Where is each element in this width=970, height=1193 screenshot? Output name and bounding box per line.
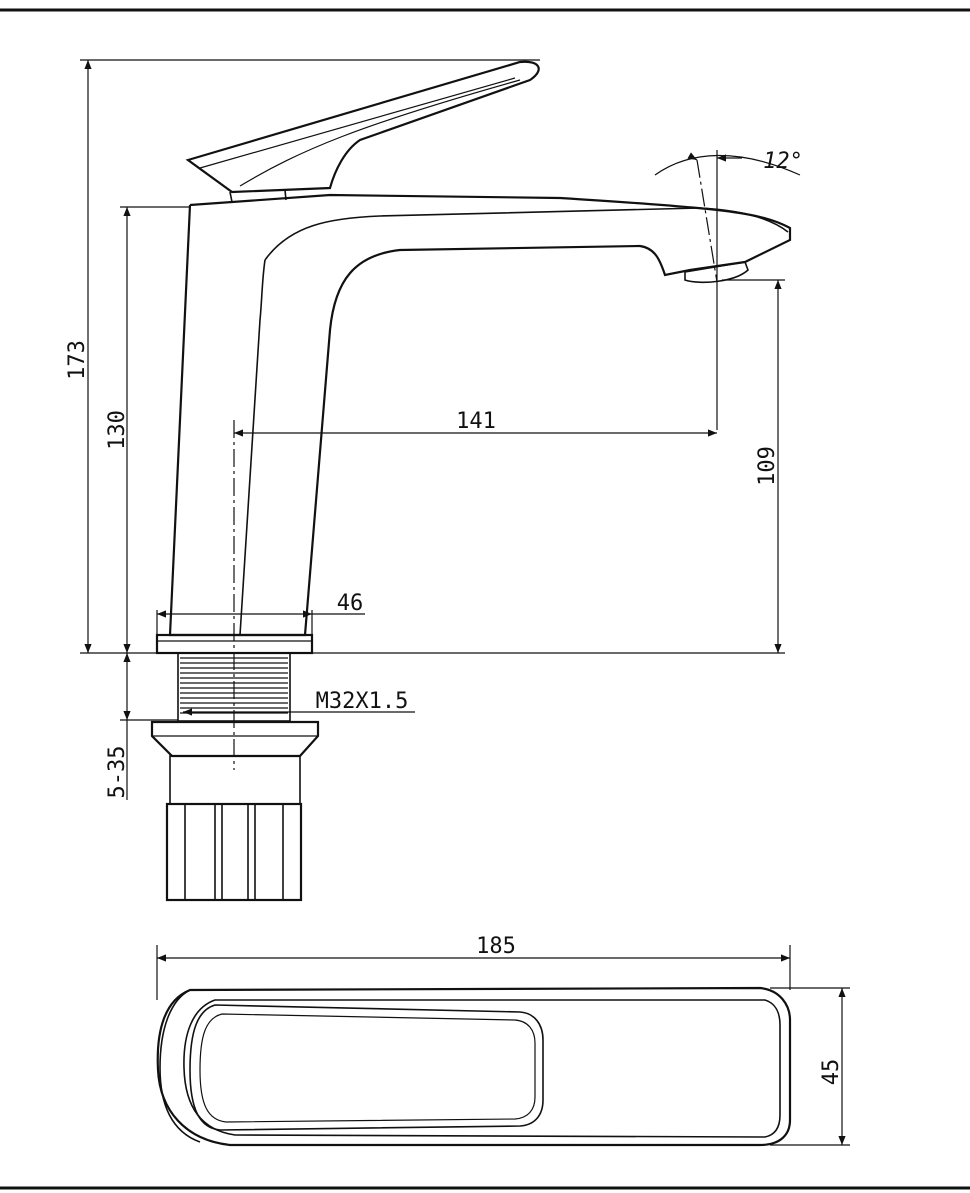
top-view-inner-outline (183, 999, 781, 1138)
lever-handle (185, 60, 540, 194)
dimensions: 173 130 5-35 141 109 46 M32X1.5 12° (65, 59, 803, 800)
hose-fitting-grooves (184, 804, 284, 900)
spout-front-edge (239, 259, 266, 636)
dim-spout-angle: 12° (763, 149, 803, 174)
nut-body (169, 755, 301, 805)
top-view: 185 45 (156, 934, 850, 1147)
spout-axis-line (696, 159, 718, 283)
top-view-cap (159, 989, 201, 1143)
hose-fitting (165, 802, 303, 902)
lever-handle-inner (199, 77, 521, 187)
dim-width: 45 (819, 1059, 844, 1086)
side-view (150, 60, 792, 902)
dim-base-width: 46 (337, 591, 364, 616)
top-view-handle (189, 1004, 544, 1131)
dim-length: 185 (476, 934, 516, 959)
lever-stem (229, 191, 233, 203)
dim-thread: M32X1.5 (316, 689, 409, 714)
angle-arrow-left (687, 152, 698, 161)
dim-counter-thickness: 5-35 (105, 746, 130, 799)
dim-total-height: 173 (65, 340, 90, 380)
top-view-handle-inner (199, 1013, 536, 1123)
dim-spout-height: 109 (755, 446, 780, 486)
top-view-outline (156, 986, 792, 1147)
spout-body (168, 193, 792, 637)
spout-inner-edge (264, 207, 789, 261)
lock-nut (150, 720, 320, 758)
aerator (684, 261, 749, 284)
dim-body-height: 130 (105, 410, 130, 450)
dim-reach: 141 (456, 409, 496, 434)
